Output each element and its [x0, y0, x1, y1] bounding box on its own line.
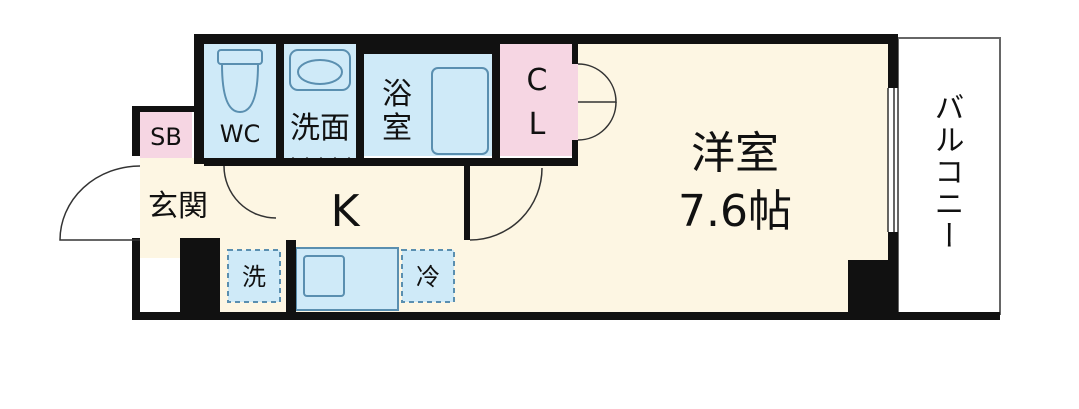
doors	[59, 63, 617, 241]
balcony-area	[897, 37, 1001, 315]
shoe-box-area	[140, 112, 192, 158]
closet-area	[500, 44, 578, 156]
lower-western-floor	[470, 166, 590, 312]
bathtub-fixture	[431, 67, 489, 155]
bathroom-label-line1: 浴	[382, 77, 412, 112]
shoe-box-label: SB	[150, 123, 182, 151]
entrance-label: 玄関	[148, 189, 208, 224]
washer-label: 洗	[242, 263, 266, 291]
washbasin-fixture	[289, 49, 351, 91]
western-room-name: 洋室	[691, 128, 779, 179]
washer-space	[227, 249, 281, 303]
washroom-label: 洗面	[290, 111, 350, 146]
toilet-label: WC	[220, 120, 261, 148]
bathroom-label-line2: 室	[382, 111, 412, 146]
window	[887, 88, 895, 232]
walls	[132, 34, 1000, 320]
western-room-floor	[578, 44, 888, 314]
closet-label-line2: L	[529, 107, 546, 142]
kitchen-sink	[303, 255, 345, 297]
balcony-label: バルコニー	[929, 92, 964, 252]
western-room-size: 7.6帖	[678, 186, 792, 237]
fridge-label: 冷	[416, 263, 440, 291]
toilet-fixture	[217, 49, 263, 114]
kitchen-label: K	[331, 186, 361, 237]
closet-label-line1: C	[527, 63, 548, 98]
fridge-space	[401, 249, 455, 303]
